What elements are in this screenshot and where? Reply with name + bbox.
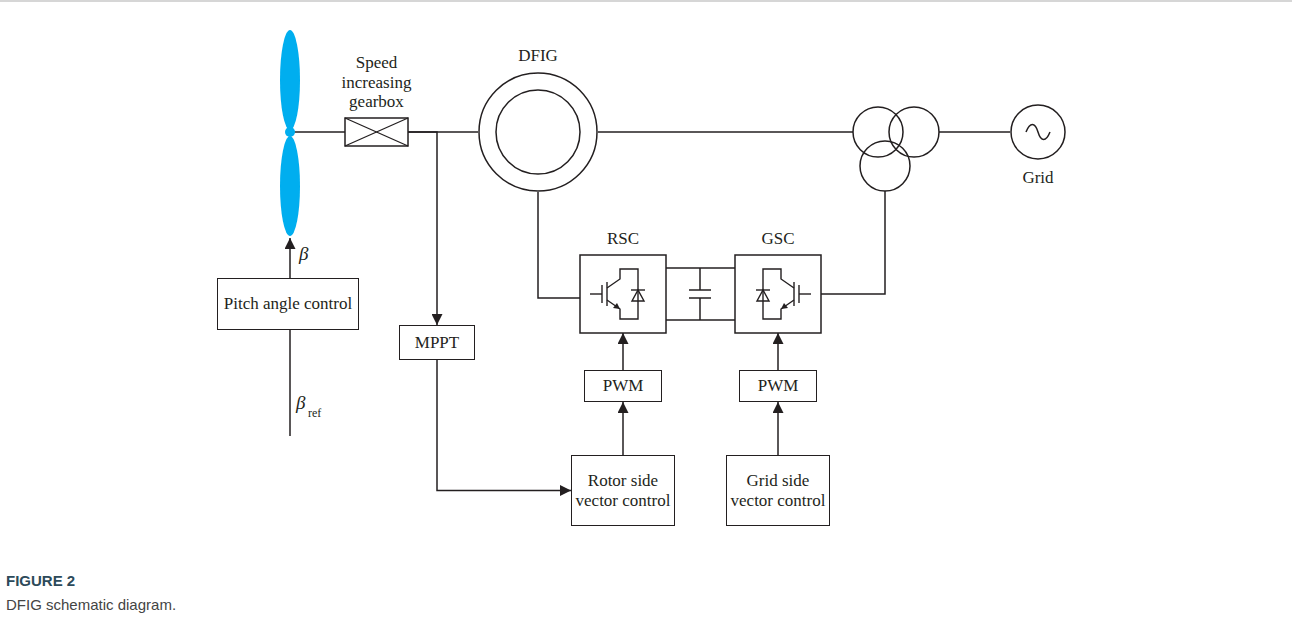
signal-arrow	[777, 333, 779, 370]
grid-source: Grid	[1010, 104, 1066, 160]
converter-outline	[735, 255, 821, 333]
node-label: DFIG	[498, 46, 578, 66]
control-box: Rotor side vector control	[571, 455, 675, 526]
signal-arrow	[408, 132, 437, 325]
signal-arrow	[437, 360, 571, 491]
pwm-box: PWM	[584, 370, 662, 402]
winding	[889, 107, 939, 157]
generator: DFIG	[478, 72, 598, 192]
node-label: MPPT	[412, 331, 462, 355]
blade	[280, 136, 300, 236]
wire	[666, 267, 735, 269]
node-label: Pitch angle control	[221, 292, 355, 316]
node-label: Grid side vector control	[727, 469, 829, 512]
signal-subscript: ref	[308, 406, 321, 421]
grid-line	[939, 131, 1010, 133]
node-label: PWM	[600, 374, 647, 398]
converter-outline	[580, 255, 666, 333]
gearbox: Speed increasing gearbox	[345, 118, 408, 146]
control-box: Pitch angle control	[217, 278, 359, 330]
control-box: MPPT	[399, 325, 475, 360]
gearbox-outline	[345, 118, 408, 146]
node-label: PWM	[755, 374, 802, 398]
figure-caption: DFIG schematic diagram.	[6, 596, 176, 613]
node-label: Speed increasing gearbox	[327, 53, 427, 112]
figure-title: FIGURE 2	[6, 572, 75, 589]
signal-arrow	[777, 402, 779, 455]
converter: GSC	[735, 255, 821, 333]
node-label: RSC	[593, 229, 653, 249]
node-label: Grid	[1008, 168, 1068, 188]
signal-arrow	[622, 333, 624, 370]
turbine-rotor	[280, 30, 345, 236]
lead	[699, 298, 701, 320]
transformer	[853, 107, 939, 191]
generator-outline	[478, 72, 598, 192]
top-rule	[0, 0, 1292, 2]
signal-label: β	[296, 392, 305, 414]
signal-label: β	[299, 243, 308, 265]
dc-capacitor	[689, 268, 711, 320]
wire	[538, 192, 580, 298]
lead	[699, 268, 701, 290]
plate	[689, 297, 711, 299]
gsc-line	[821, 191, 885, 294]
ref-arrow	[289, 312, 291, 436]
signal-arrow	[622, 402, 624, 455]
plate	[689, 289, 711, 291]
hub	[285, 127, 295, 137]
pitch-arrow	[289, 238, 291, 278]
stator-line	[598, 131, 853, 133]
node-label: GSC	[748, 229, 808, 249]
shaft	[290, 131, 345, 133]
converter: RSC	[580, 255, 666, 333]
grid-source-outline	[1010, 104, 1066, 160]
node-label: Rotor side vector control	[572, 469, 674, 512]
pwm-box: PWM	[739, 370, 817, 402]
wire	[666, 319, 735, 321]
blade	[280, 30, 300, 130]
winding	[860, 141, 910, 191]
control-box: Grid side vector control	[726, 455, 830, 526]
